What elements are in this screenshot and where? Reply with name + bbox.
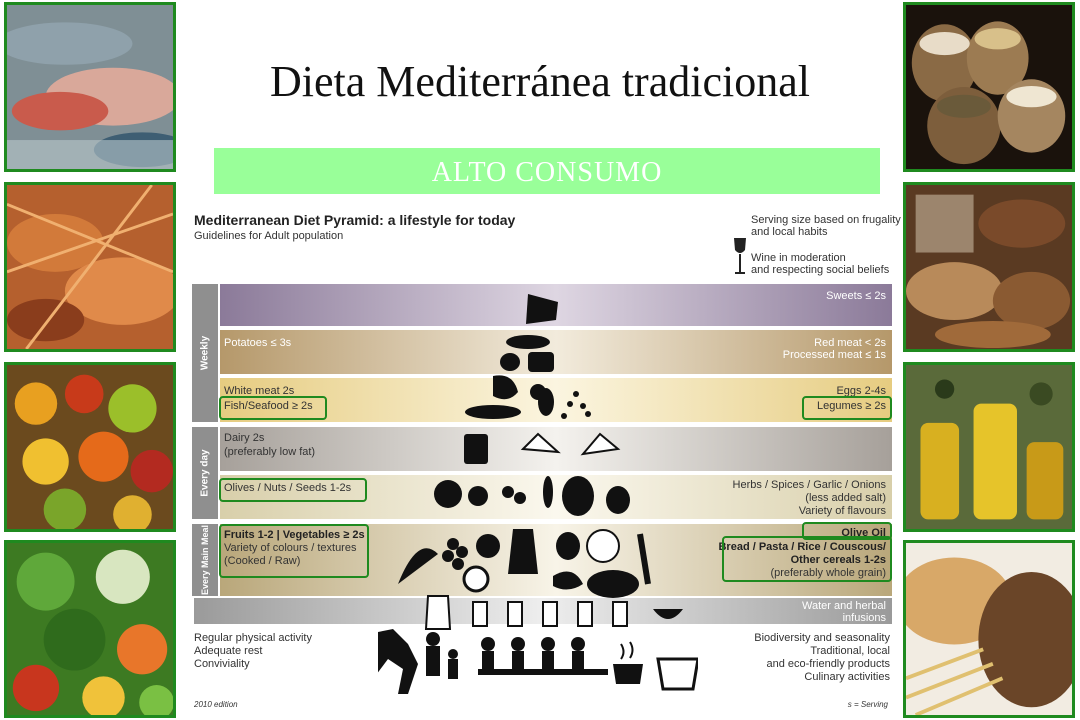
bread-label: Bread / Pasta / Rice / Couscous/ bbox=[718, 541, 886, 553]
exercise-figure-icon bbox=[378, 629, 418, 694]
apple-icon bbox=[476, 534, 500, 558]
cooking-pot-icon bbox=[613, 664, 643, 684]
footer-left-2: Adequate rest bbox=[194, 645, 263, 657]
bread-label-2: Other cereals 1-2s bbox=[790, 554, 886, 566]
footer-right-1: Biodiversity and seasonality bbox=[754, 632, 890, 644]
white-meat-label: White meat 2s bbox=[224, 385, 295, 397]
red-meat-label: Red meat < 2s bbox=[814, 337, 886, 349]
artichoke-icon bbox=[556, 532, 580, 560]
footer-right-4: Culinary activities bbox=[804, 671, 890, 683]
fruits-note: Variety of colours / textures bbox=[224, 542, 357, 554]
bread-note: (preferably whole grain) bbox=[770, 567, 886, 579]
legumes-label: Legumes ≥ 2s bbox=[816, 400, 886, 412]
serving-note-2: and local habits bbox=[751, 226, 828, 238]
potatoes-label: Potatoes ≤ 3s bbox=[224, 337, 292, 349]
fish-icon bbox=[465, 405, 521, 419]
bread-icon bbox=[587, 570, 639, 598]
wheat-icon bbox=[637, 533, 651, 585]
wine-glass-icon bbox=[733, 238, 747, 276]
highlight-fish bbox=[219, 396, 327, 420]
dining-table-icon bbox=[478, 669, 608, 675]
bread-photo bbox=[903, 540, 1075, 718]
serving-legend: s = Serving bbox=[847, 700, 888, 709]
lettuce-icon bbox=[553, 571, 583, 590]
legumes-icon bbox=[567, 401, 573, 407]
dairy-label: Dairy 2s bbox=[224, 432, 265, 444]
seafood-photo bbox=[4, 182, 176, 352]
cake-icon bbox=[526, 294, 558, 324]
footer-left-3: Conviviality bbox=[194, 658, 250, 670]
highlight-olives bbox=[219, 478, 367, 502]
chicken-leg-icon bbox=[493, 375, 518, 400]
fruits-label: Fruits 1-2 | Vegetables ≥ 2s bbox=[224, 529, 365, 541]
fruits-note-2: (Cooked / Raw) bbox=[224, 555, 301, 567]
pyramid-heading: Mediterranean Diet Pyramid: a lifestyle … bbox=[194, 212, 516, 228]
footer-left-1: Regular physical activity bbox=[194, 632, 312, 644]
highlight-fruits bbox=[219, 524, 369, 578]
onion-icon bbox=[562, 476, 594, 516]
garlic-icon bbox=[606, 486, 630, 514]
vegetables-photo bbox=[4, 540, 176, 718]
ham-icon bbox=[528, 352, 554, 372]
band-fish-eggs bbox=[220, 378, 892, 422]
olive-oil-jug-icon bbox=[508, 529, 538, 574]
nuts-photo bbox=[903, 182, 1075, 352]
dairy-note: (preferably low fat) bbox=[224, 446, 316, 458]
water-glass-icon bbox=[472, 601, 488, 627]
wine-note-2: and respecting social beliefs bbox=[751, 264, 890, 276]
high-consumption-banner: ALTO CONSUMO bbox=[214, 148, 880, 194]
water-label-2: infusions bbox=[842, 612, 886, 624]
water-jug-icon bbox=[424, 595, 452, 630]
legumes-sacks-photo bbox=[903, 2, 1075, 172]
highlight-bread bbox=[722, 536, 892, 582]
eggs-label: Eggs 2-4s bbox=[836, 385, 886, 397]
fish-label: Fish/Seafood ≥ 2s bbox=[224, 400, 313, 412]
sausage-icon bbox=[506, 335, 550, 349]
watermelon-icon bbox=[398, 548, 438, 584]
eggplant-icon bbox=[538, 388, 554, 416]
potato-icon bbox=[500, 353, 520, 371]
basket-icon bbox=[656, 657, 698, 691]
side-label-every-main-meal: Every Main Meal bbox=[192, 524, 218, 596]
olives-label: Olives / Nuts / Seeds 1-2s bbox=[224, 482, 352, 494]
cabbage-icon bbox=[586, 529, 620, 563]
footer-right-2: Traditional, local bbox=[810, 645, 890, 657]
tea-cup-icon bbox=[653, 609, 683, 619]
herbs-note-2: Variety of flavours bbox=[798, 505, 886, 517]
highlight-olive-oil bbox=[802, 522, 892, 540]
water-label: Water and herbal bbox=[802, 600, 886, 612]
band-meats bbox=[220, 330, 892, 374]
olive-oil-photo bbox=[903, 362, 1075, 532]
serving-note-1: Serving size based on frugality bbox=[751, 214, 901, 226]
wine-note-1: Wine in moderation bbox=[751, 252, 846, 264]
sweets-label: Sweets ≤ 2s bbox=[826, 290, 886, 302]
pyramid-subheading: Guidelines for Adult population bbox=[194, 230, 344, 242]
olives-icon bbox=[502, 486, 514, 498]
fruit-market-photo bbox=[4, 362, 176, 532]
herbs-note: (less added salt) bbox=[805, 492, 886, 504]
fish-photo bbox=[4, 2, 176, 172]
footer-right-3: and eco-friendly products bbox=[766, 658, 890, 670]
side-label-every-day: Every day bbox=[192, 427, 218, 519]
highlight-legumes bbox=[802, 396, 892, 420]
grapes-icon bbox=[447, 538, 459, 550]
orange-icon bbox=[462, 565, 490, 593]
band-olives-herbs bbox=[220, 475, 892, 519]
pyramid-food-icons bbox=[378, 294, 698, 694]
chili-icon bbox=[543, 476, 553, 508]
herbs-label: Herbs / Spices / Garlic / Onions bbox=[732, 479, 886, 491]
cheese-icon bbox=[520, 432, 561, 454]
page-title: Dieta Mediterránea tradicional bbox=[270, 57, 810, 106]
side-label-weekly: Weekly bbox=[192, 284, 218, 422]
yogurt-icon bbox=[464, 434, 488, 464]
family-icon bbox=[426, 632, 440, 646]
processed-meat-label: Processed meat ≤ 1s bbox=[782, 349, 886, 361]
edition-label: 2010 edition bbox=[194, 700, 238, 709]
nuts-icon bbox=[434, 480, 462, 508]
mediterranean-pyramid: Mediterranean Diet Pyramid: a lifestyle … bbox=[188, 204, 901, 716]
